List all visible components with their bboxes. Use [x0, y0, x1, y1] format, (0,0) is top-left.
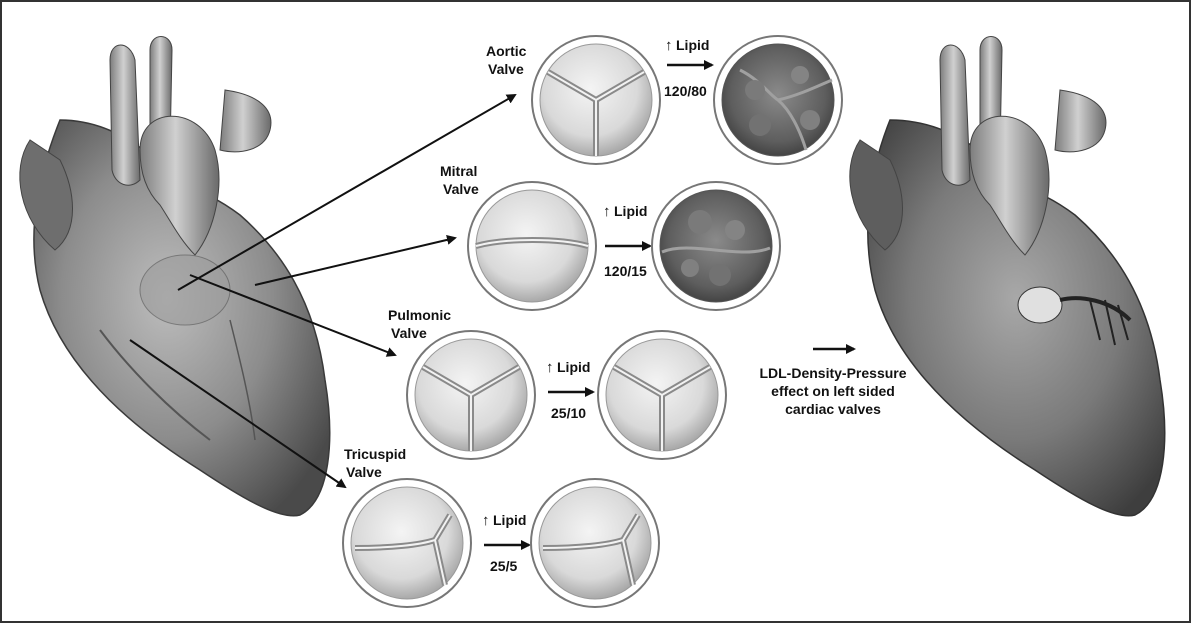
tricuspid-label-line1: Tricuspid — [344, 446, 406, 462]
mitral-label-line1: Mitral — [440, 163, 477, 179]
pulmonic-valve-after — [598, 331, 726, 459]
mitral-pressure: 120/15 — [604, 263, 647, 279]
aortic-lipid-label: Lipid — [676, 37, 709, 53]
pulmonic-lipid-label: Lipid — [557, 359, 590, 375]
legend-line1: LDL-Density-Pressure — [759, 365, 906, 381]
aortic-valve-normal — [532, 36, 660, 164]
pulmonic-valve-normal — [407, 331, 535, 459]
pulmonic-label-line1: Pulmonic — [388, 307, 451, 323]
mitral-valve-normal — [468, 182, 596, 310]
tricuspid-label-line2: Valve — [346, 464, 382, 480]
mitral-up-arrow-icon: ↑ — [603, 203, 611, 220]
mitral-valve-diseased — [652, 182, 780, 310]
tricuspid-up-arrow-icon: ↑ — [482, 512, 490, 529]
aortic-up-arrow-icon: ↑ — [665, 37, 673, 54]
aortic-label-line1: Aortic — [486, 43, 527, 59]
legend-line2: effect on left sided — [771, 383, 895, 399]
mitral-lipid-label: Lipid — [614, 203, 647, 219]
mitral-label-line2: Valve — [443, 181, 479, 197]
aortic-label-line2: Valve — [488, 61, 524, 77]
pulmonic-label-line2: Valve — [391, 325, 427, 341]
tricuspid-pressure: 25/5 — [490, 558, 517, 574]
aortic-pressure: 120/80 — [664, 83, 707, 99]
legend-line3: cardiac valves — [785, 401, 881, 417]
aortic-valve-diseased — [714, 36, 842, 164]
tricuspid-valve-after — [531, 479, 659, 607]
tricuspid-lipid-label: Lipid — [493, 512, 526, 528]
pulmonic-pressure: 25/10 — [551, 405, 586, 421]
tricuspid-valve-normal — [343, 479, 471, 607]
pulmonic-up-arrow-icon: ↑ — [546, 359, 554, 376]
